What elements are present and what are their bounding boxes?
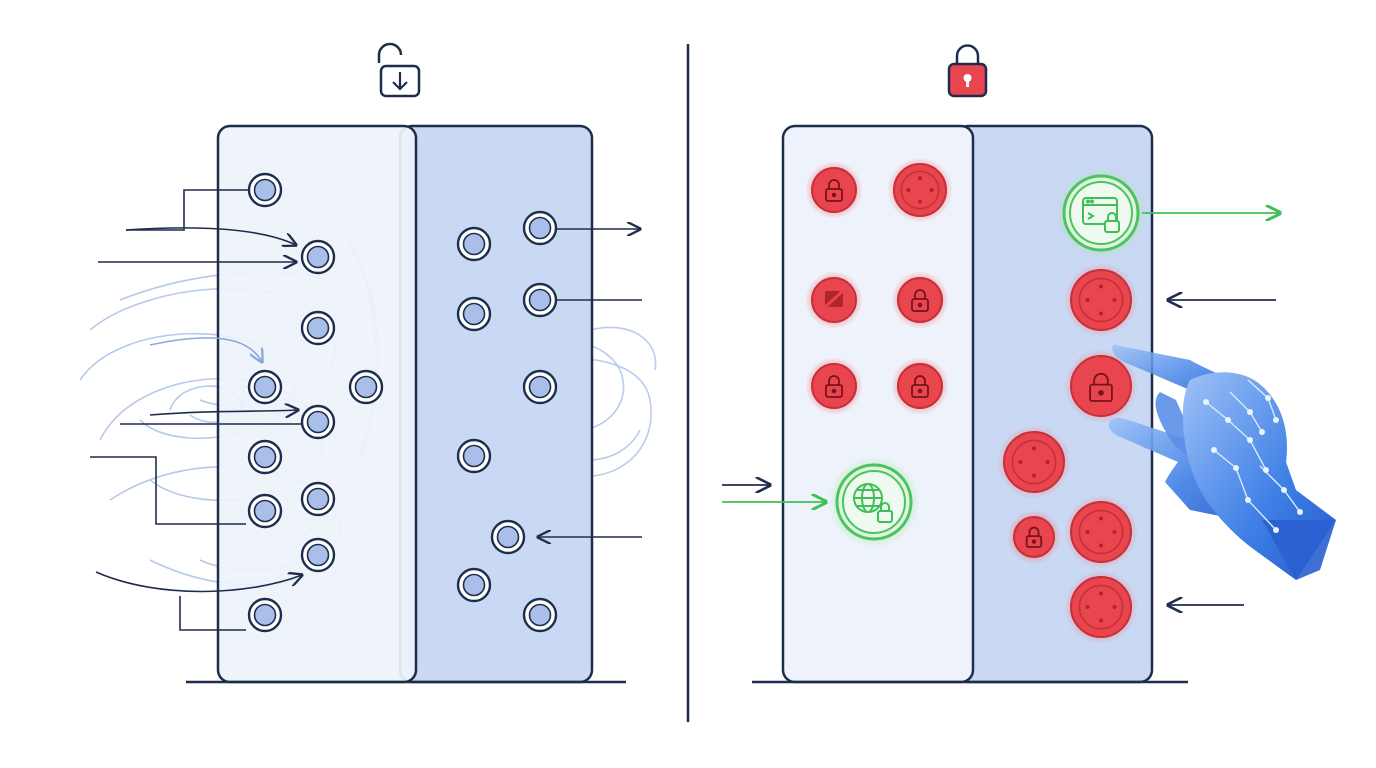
blocked-port-lock xyxy=(891,357,949,415)
left-open-firewall xyxy=(79,42,657,684)
open-port xyxy=(247,439,283,475)
open-port xyxy=(522,369,558,405)
globe-lock-icon xyxy=(853,483,893,523)
lock-icon xyxy=(911,289,929,312)
open-port xyxy=(300,404,336,440)
open-port xyxy=(456,567,492,603)
blocked-port-lock xyxy=(1007,510,1061,564)
blocked-port xyxy=(1064,495,1138,569)
open-port xyxy=(247,369,283,405)
open-port xyxy=(300,537,336,573)
blocked-port xyxy=(1064,570,1138,644)
left-front-panel xyxy=(216,124,418,684)
blocked-port xyxy=(997,425,1071,499)
left-back-lines xyxy=(538,229,642,537)
left-back-panel xyxy=(398,124,594,684)
lock-icon xyxy=(1089,372,1113,402)
blocked-port-disabled xyxy=(805,271,863,329)
robotic-hand-icon xyxy=(1108,344,1336,580)
open-port xyxy=(247,493,283,529)
open-port xyxy=(490,519,526,555)
open-port xyxy=(522,210,558,246)
allowed-port-browser xyxy=(1055,167,1147,259)
blocked-port xyxy=(1064,263,1138,337)
open-port xyxy=(456,226,492,262)
right-secured-firewall xyxy=(722,44,1336,684)
right-filtered-ports xyxy=(805,157,1138,644)
blocked-port xyxy=(887,157,953,223)
open-port xyxy=(522,282,558,318)
left-open-ports xyxy=(247,172,558,633)
lock-icon xyxy=(825,375,843,398)
open-port xyxy=(348,369,384,405)
allowed-port-globe xyxy=(828,456,920,548)
lock-icon xyxy=(911,375,929,398)
lock-icon xyxy=(1025,526,1043,548)
right-traffic-lines xyxy=(722,213,1280,605)
circuit-nodes xyxy=(1203,395,1303,533)
open-port xyxy=(456,296,492,332)
open-port xyxy=(300,310,336,346)
open-port xyxy=(522,597,558,633)
open-port xyxy=(247,172,283,208)
blocked-port-lock xyxy=(805,161,863,219)
open-port xyxy=(300,239,336,275)
locked-padlock-icon xyxy=(947,44,988,98)
blocked-port-lock xyxy=(805,357,863,415)
lock-icon xyxy=(825,179,843,202)
blocked-port-lock xyxy=(891,271,949,329)
left-inbound-lines xyxy=(90,189,302,631)
browser-window-lock-icon xyxy=(1082,197,1120,233)
disabled-icon xyxy=(821,287,847,311)
unlocked-padlock-download-icon xyxy=(377,42,421,98)
open-port xyxy=(300,481,336,517)
open-port xyxy=(456,438,492,474)
open-port xyxy=(247,597,283,633)
blocked-port-lock xyxy=(1064,349,1138,423)
